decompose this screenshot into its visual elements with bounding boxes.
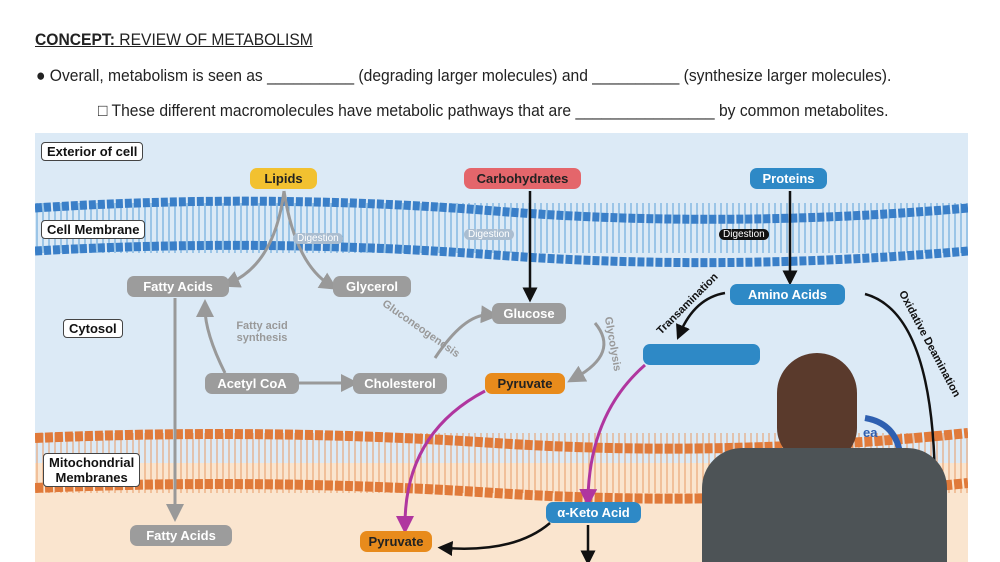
digestion-lipids: Digestion xyxy=(293,233,343,244)
page-title: CONCEPT: REVIEW OF METABOLISM xyxy=(35,30,313,50)
title-rest: REVIEW OF METABOLISM xyxy=(114,30,313,49)
node-acetyl-coa: Acetyl CoA xyxy=(205,373,299,394)
bullet-line-2: □ These different macromolecules have me… xyxy=(98,101,889,120)
presenter-video xyxy=(702,348,947,562)
label-cytosol: Cytosol xyxy=(63,319,123,338)
digestion-carbs: Digestion xyxy=(464,229,514,240)
node-blank xyxy=(643,344,760,365)
node-pyruvate-mito: Pyruvate xyxy=(360,531,432,552)
node-proteins: Proteins xyxy=(750,168,827,189)
presenter-head xyxy=(777,353,857,463)
label-fa-synthesis: Fatty acid synthesis xyxy=(236,320,288,344)
label-urea-partial: ea xyxy=(863,425,878,440)
node-lipids: Lipids xyxy=(250,168,317,189)
title-bold: CONCEPT: xyxy=(35,30,115,49)
bullet-line-1: ● Overall, metabolism is seen as _______… xyxy=(36,66,892,85)
label-cell-membrane: Cell Membrane xyxy=(41,220,146,239)
node-fatty-acids-mito: Fatty Acids xyxy=(130,525,232,546)
metabolism-diagram: Exterior of cell Cell Membrane Cytosol M… xyxy=(35,133,968,562)
node-fatty-acids: Fatty Acids xyxy=(127,276,229,297)
presenter-shirt xyxy=(702,448,947,562)
node-carbohydrates: Carbohydrates xyxy=(464,168,581,189)
node-keto-acid: α-Keto Acid xyxy=(546,502,641,523)
digestion-proteins: Digestion xyxy=(719,229,769,240)
node-glucose: Glucose xyxy=(492,303,566,324)
label-mito-line1: Mitochondrial xyxy=(49,455,135,470)
label-exterior: Exterior of cell xyxy=(41,142,144,161)
label-mito-line2: Membranes xyxy=(55,470,128,485)
node-amino-acids: Amino Acids xyxy=(730,284,845,305)
node-glycerol: Glycerol xyxy=(333,276,411,297)
node-cholesterol: Cholesterol xyxy=(353,373,447,394)
node-pyruvate: Pyruvate xyxy=(485,373,565,394)
